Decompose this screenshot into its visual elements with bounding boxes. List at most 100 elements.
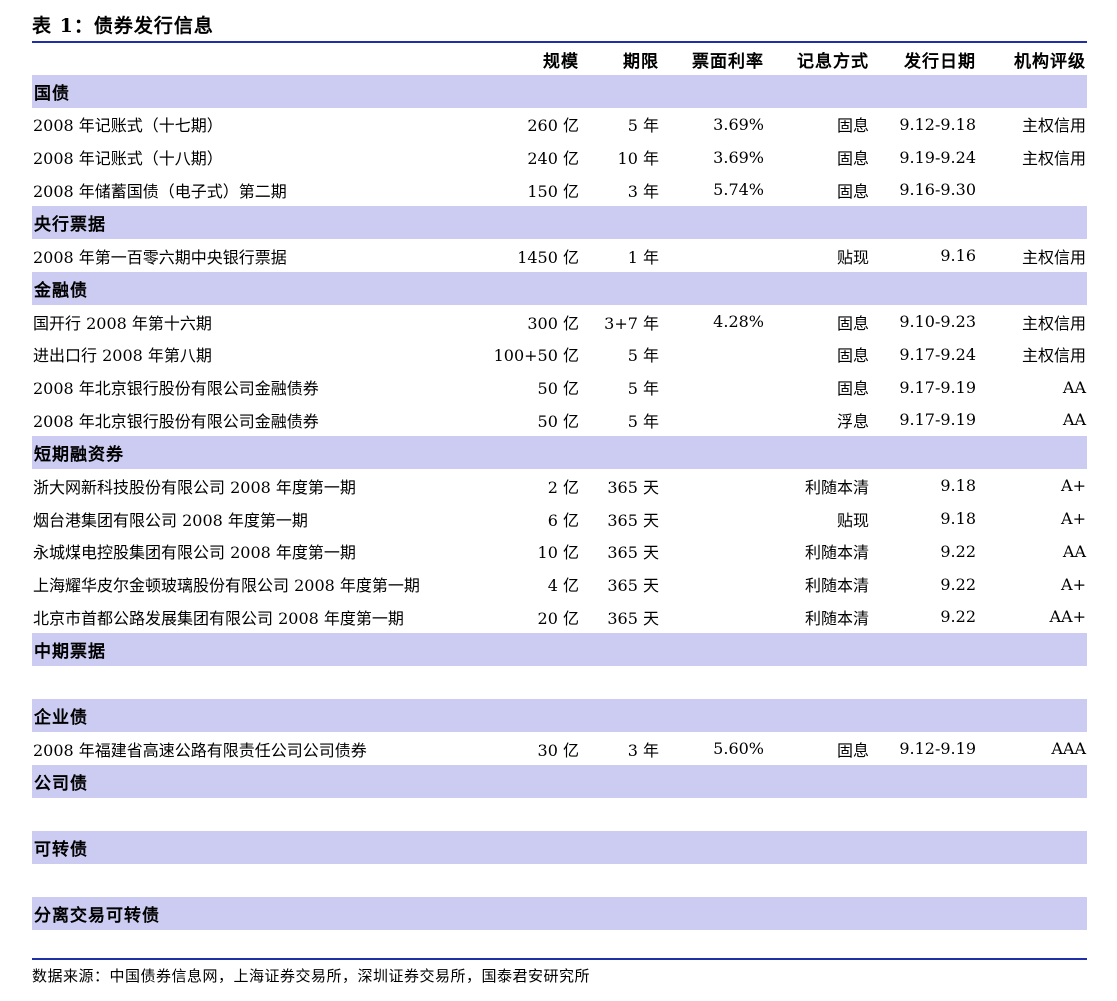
section-title: 企业债 — [32, 699, 1087, 733]
interest-method-cell: 固息 — [836, 379, 869, 399]
issue-date-cell: 9.17-9.19 — [899, 410, 976, 430]
issue-date-cell: 9.17-9.19 — [899, 377, 976, 397]
issue-size-cell: 240 亿 — [527, 149, 579, 169]
empty-cell — [32, 864, 1087, 897]
coupon-rate-cell — [660, 502, 765, 535]
issue-size-cell: 300 亿 — [527, 313, 579, 333]
term-cell: 365 天 — [607, 510, 659, 530]
bond-issuance-table: 规模 期限 票面利率 记息方式 发行日期 机构评级 国债 2008 年记账式（十七… — [32, 43, 1087, 962]
bond-name-cell: 2008 年北京银行股份有限公司金融债券 — [33, 411, 319, 431]
term-cell: 365 天 — [607, 543, 659, 563]
term-cell: 3 年 — [627, 740, 659, 760]
issue-size-cell: 50 亿 — [537, 379, 579, 399]
issue-size-cell: 6 亿 — [547, 510, 579, 530]
term-cell: 10 年 — [617, 149, 659, 169]
bottom-rule — [32, 958, 1087, 960]
empty-cell — [32, 798, 1087, 831]
section-header-row: 分离交易可转债 — [32, 896, 1087, 930]
data-source-note: 数据来源：中国债券信息网，上海证券交易所，深圳证券交易所，国泰君安研究所 — [32, 967, 591, 985]
column-header-interest-method: 记息方式 — [797, 51, 869, 72]
bond-name-cell: 永城煤电控股集团有限公司 2008 年度第一期 — [33, 543, 356, 563]
coupon-rate-cell: 5.60% — [713, 739, 764, 759]
issue-date-cell: 9.17-9.24 — [899, 344, 976, 364]
bond-name-cell: 北京市首都公路发展集团有限公司 2008 年度第一期 — [33, 608, 404, 628]
interest-method-cell: 利随本清 — [804, 608, 869, 628]
rating-cell: AA — [1062, 541, 1086, 561]
interest-method-cell: 利随本清 — [804, 477, 869, 497]
column-header-coupon-rate: 票面利率 — [692, 51, 764, 72]
rating-cell: 主权信用 — [1021, 313, 1086, 333]
section-title: 短期融资券 — [32, 436, 1087, 470]
term-cell: 3 年 — [627, 181, 659, 201]
interest-method-cell: 贴现 — [836, 510, 869, 530]
issue-size-cell: 20 亿 — [537, 608, 579, 628]
interest-method-cell: 浮息 — [836, 411, 869, 431]
term-cell: 5 年 — [627, 379, 659, 399]
issue-date-cell: 9.16 — [940, 246, 976, 266]
section-title: 公司债 — [32, 764, 1087, 798]
column-header-size: 规模 — [543, 51, 579, 72]
coupon-rate-cell — [660, 568, 765, 601]
section-header-row: 金融债 — [32, 272, 1087, 306]
issue-date-cell: 9.18 — [940, 509, 976, 529]
term-cell: 5 年 — [627, 346, 659, 366]
top-rule — [32, 41, 1087, 43]
rating-cell: A+ — [1061, 509, 1086, 529]
bond-name-cell: 2008 年记账式（十七期） — [33, 116, 223, 136]
bond-name-cell: 烟台港集团有限公司 2008 年度第一期 — [33, 510, 308, 530]
term-cell: 365 天 — [607, 477, 659, 497]
empty-section-row — [32, 666, 1087, 699]
rating-cell: A+ — [1061, 574, 1086, 594]
interest-method-cell: 固息 — [836, 313, 869, 333]
bond-name-cell: 浙大网新科技股份有限公司 2008 年度第一期 — [33, 477, 356, 497]
rating-cell: AA — [1062, 410, 1086, 430]
column-header-name — [32, 43, 480, 75]
coupon-rate-cell — [660, 239, 765, 272]
interest-method-cell: 固息 — [836, 181, 869, 201]
interest-method-cell: 固息 — [836, 346, 869, 366]
issue-size-cell: 2 亿 — [547, 477, 579, 497]
empty-section-row — [32, 798, 1087, 831]
term-cell: 5 年 — [627, 411, 659, 431]
interest-method-cell: 固息 — [836, 116, 869, 136]
issue-size-cell: 1450 亿 — [517, 247, 579, 267]
issue-date-cell: 9.18 — [940, 476, 976, 496]
coupon-rate-cell: 3.69% — [713, 147, 764, 167]
rating-cell: AA — [1062, 377, 1086, 397]
bond-name-cell: 2008 年记账式（十八期） — [33, 149, 223, 169]
header-row: 规模 期限 票面利率 记息方式 发行日期 机构评级 — [32, 43, 1087, 75]
column-header-issue-date: 发行日期 — [904, 51, 976, 72]
empty-cell — [32, 666, 1087, 699]
empty-section-row — [32, 864, 1087, 897]
coupon-rate-cell — [660, 371, 765, 404]
interest-method-cell: 贴现 — [836, 247, 869, 267]
issue-size-cell: 30 亿 — [537, 740, 579, 760]
section-title: 国债 — [32, 75, 1087, 108]
issue-date-cell: 9.22 — [940, 541, 976, 561]
rating-cell: 主权信用 — [1021, 149, 1086, 169]
coupon-rate-cell: 3.69% — [713, 114, 764, 134]
section-header-row: 企业债 — [32, 699, 1087, 733]
section-title: 金融债 — [32, 272, 1087, 306]
bond-name-cell: 2008 年福建省高速公路有限责任公司公司债券 — [33, 740, 367, 760]
bond-name-cell: 上海耀华皮尔金顿玻璃股份有限公司 2008 年度第一期 — [33, 576, 420, 596]
issue-size-cell: 4 亿 — [547, 576, 579, 596]
rating-cell — [977, 174, 1087, 207]
section-title: 中期票据 — [32, 633, 1087, 667]
term-cell: 5 年 — [627, 116, 659, 136]
rating-cell: AAA — [1051, 739, 1086, 759]
term-cell: 365 天 — [607, 576, 659, 596]
table-row: 烟台港集团有限公司 2008 年度第一期 6 亿 365 天 贴现 9.18 A+ — [32, 502, 1087, 535]
